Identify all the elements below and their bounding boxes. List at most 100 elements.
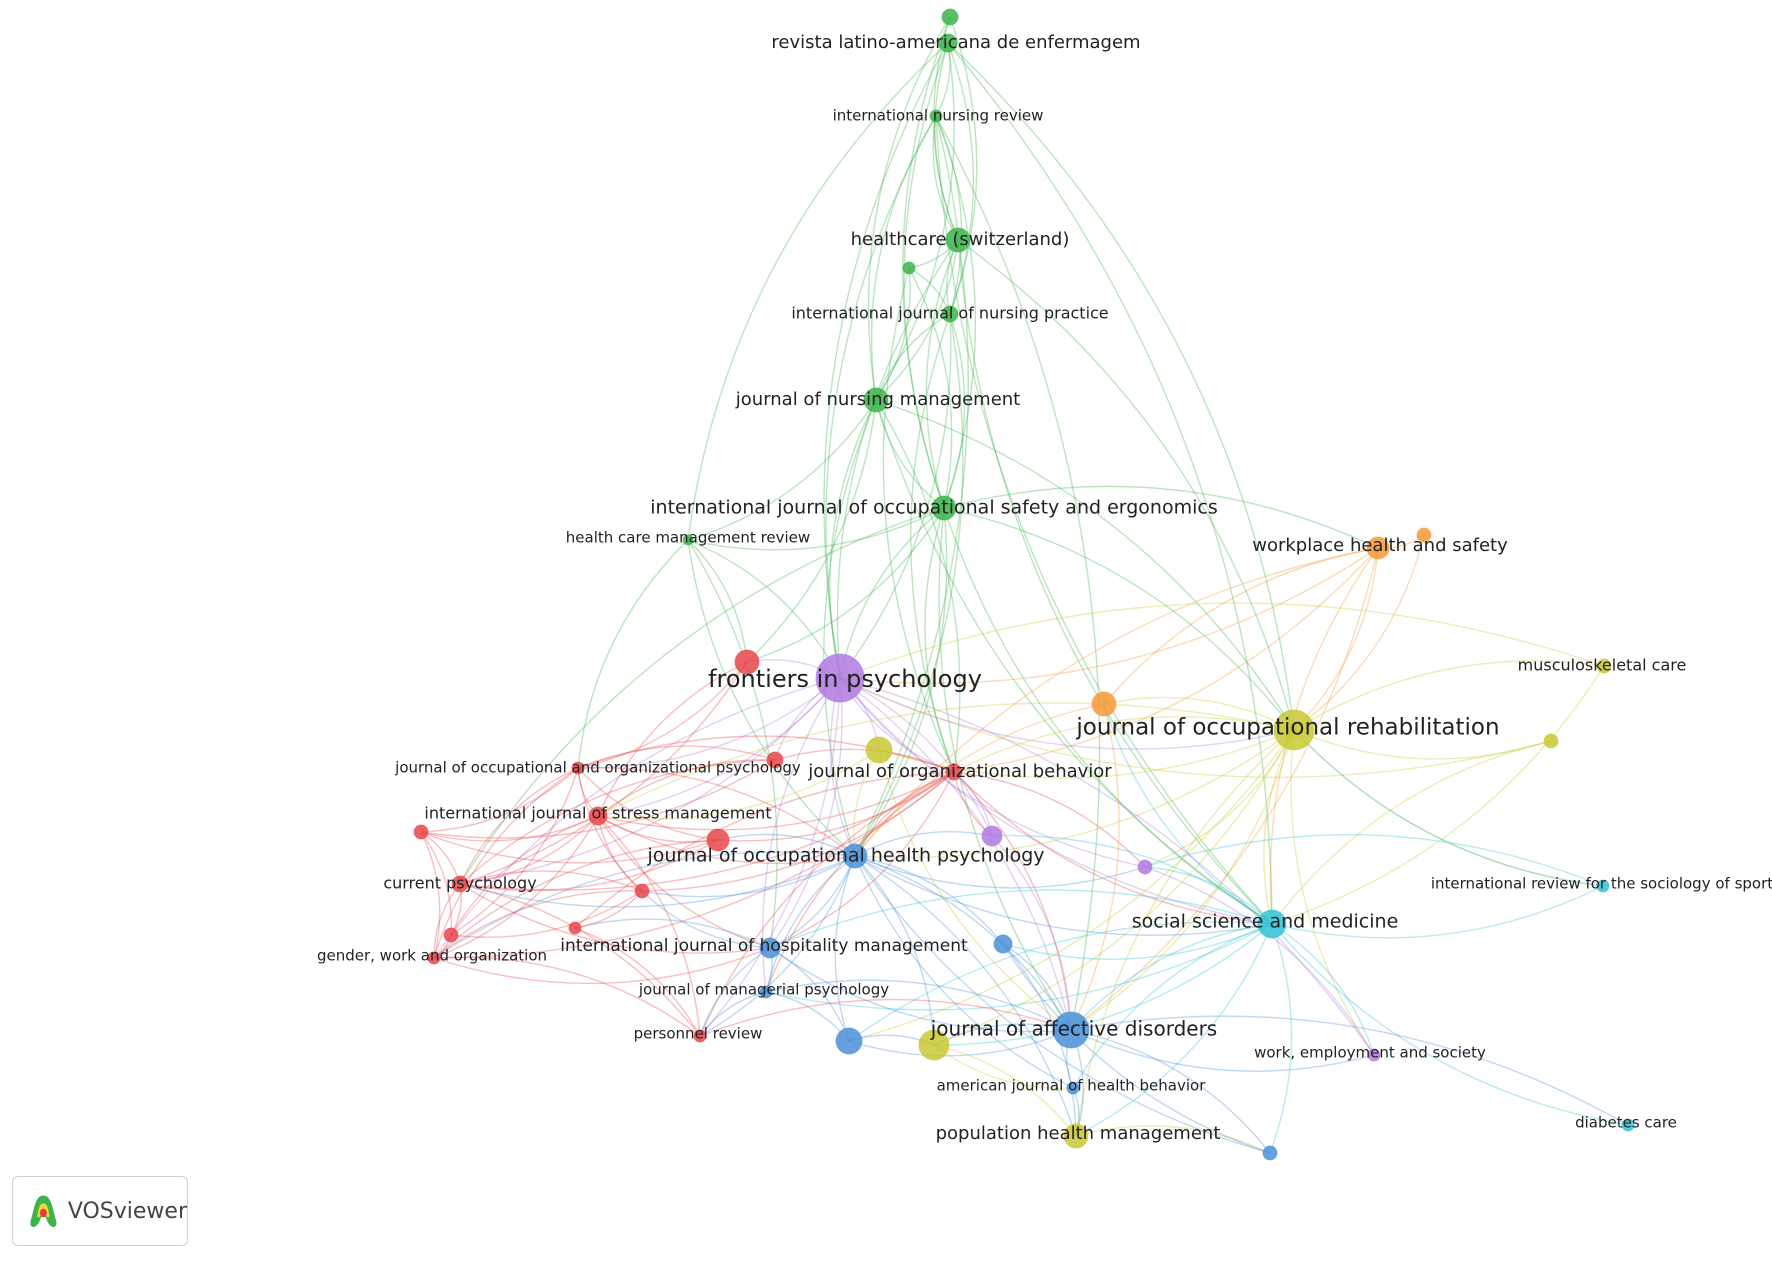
network-edge (699, 855, 856, 1037)
network-edge (870, 115, 937, 401)
network-edge (597, 815, 701, 1037)
network-edge (420, 759, 776, 839)
network-node[interactable] (693, 1029, 707, 1043)
network-edge (949, 16, 978, 315)
node-label[interactable]: frontiers in psychology (708, 665, 982, 693)
network-node[interactable] (981, 825, 1003, 847)
node-label[interactable]: workplace health and safety (1252, 535, 1508, 556)
network-edge (854, 729, 1295, 859)
network-edge (953, 716, 1295, 773)
node-label[interactable]: musculoskeletal care (1518, 656, 1687, 675)
network-edge (839, 677, 1295, 750)
network-node[interactable] (1066, 1081, 1080, 1095)
network-node[interactable] (1543, 733, 1559, 749)
network-node[interactable] (1596, 879, 1610, 893)
network-node[interactable] (1262, 1145, 1278, 1161)
node-label[interactable]: international nursing review (833, 107, 1044, 125)
node-label[interactable]: healthcare (switzerland) (851, 229, 1070, 250)
network-edge (848, 1029, 1072, 1057)
network-node[interactable] (1621, 1118, 1635, 1132)
network-edge (953, 547, 1379, 773)
node-label[interactable]: international journal of occupational sa… (650, 497, 1217, 519)
node-label[interactable]: journal of affective disorders (930, 1017, 1217, 1041)
network-node[interactable] (941, 305, 959, 323)
network-node[interactable] (835, 1027, 863, 1055)
network-node[interactable] (918, 1029, 950, 1061)
node-label[interactable]: personnel review (634, 1025, 763, 1043)
network-node[interactable] (1273, 709, 1315, 751)
network-edge (991, 834, 1273, 925)
network-edge (854, 547, 1379, 857)
network-node[interactable] (815, 653, 865, 703)
node-label[interactable]: revista latino-americana de enfermagem (771, 32, 1140, 53)
network-node[interactable] (902, 261, 916, 275)
network-node[interactable] (1366, 536, 1390, 560)
network-node[interactable] (413, 824, 429, 840)
network-node[interactable] (571, 761, 585, 775)
network-node[interactable] (945, 763, 963, 781)
node-label[interactable]: diabetes care (1575, 1114, 1677, 1132)
network-node[interactable] (1091, 691, 1117, 717)
network-node[interactable] (938, 33, 958, 53)
network-edge (854, 703, 1105, 857)
node-label[interactable]: work, employment and society (1254, 1044, 1486, 1062)
network-node[interactable] (451, 875, 469, 893)
network-edge (433, 956, 701, 1037)
network-edge (839, 313, 952, 679)
network-node[interactable] (1367, 1048, 1381, 1062)
node-label[interactable]: health care management review (566, 529, 810, 547)
node-label[interactable]: gender, work and organization (317, 947, 547, 965)
network-node[interactable] (634, 883, 650, 899)
network-node[interactable] (1257, 909, 1287, 939)
network-node[interactable] (1052, 1011, 1090, 1049)
network-node[interactable] (706, 828, 730, 852)
network-node[interactable] (929, 109, 943, 123)
network-edge (597, 815, 771, 949)
network-node[interactable] (682, 534, 694, 546)
network-edge (433, 947, 771, 985)
network-node[interactable] (588, 806, 608, 826)
node-label[interactable]: journal of occupational and organization… (394, 759, 801, 777)
node-label[interactable]: international journal of nursing practic… (791, 304, 1108, 323)
network-node[interactable] (993, 934, 1013, 954)
network-node[interactable] (759, 985, 773, 999)
node-label[interactable]: journal of managerial psychology (638, 981, 889, 999)
node-label[interactable]: journal of occupational health psycholog… (646, 845, 1044, 867)
network-edge (854, 855, 1077, 1137)
node-label[interactable]: current psychology (383, 874, 536, 893)
node-label[interactable]: population health management (936, 1123, 1221, 1144)
node-label[interactable]: international journal of hospitality man… (560, 936, 968, 956)
network-edge (903, 42, 949, 509)
network-node[interactable] (766, 751, 784, 769)
network-node[interactable] (1063, 1123, 1089, 1149)
network-edge (459, 507, 945, 885)
network-edge (834, 855, 856, 1042)
network-node[interactable] (931, 495, 957, 521)
network-node[interactable] (1416, 527, 1432, 543)
network-node[interactable] (568, 921, 582, 935)
network-edge (953, 771, 1273, 925)
network-edge (699, 998, 1072, 1037)
network-node[interactable] (945, 227, 971, 253)
network-node[interactable] (734, 649, 760, 675)
node-label[interactable]: american journal of health behavior (937, 1077, 1207, 1095)
network-edge (433, 677, 841, 959)
network-node[interactable] (865, 736, 893, 764)
network-edge (577, 735, 955, 773)
network-edge (420, 831, 441, 959)
node-label[interactable]: journal of occupational rehabilitation (1075, 715, 1499, 741)
network-node[interactable] (1137, 859, 1153, 875)
network-node[interactable] (1596, 658, 1612, 674)
network-node[interactable] (427, 951, 441, 965)
node-label[interactable]: journal of nursing management (735, 389, 1020, 410)
node-label[interactable]: international review for the sociology o… (1431, 875, 1772, 893)
node-label[interactable]: journal of organizational behavior (807, 761, 1112, 782)
network-node[interactable] (443, 927, 459, 943)
node-label[interactable]: social science and medicine (1132, 911, 1399, 933)
node-label[interactable]: international journal of stress manageme… (424, 804, 771, 823)
network-node[interactable] (863, 387, 889, 413)
network-node[interactable] (842, 843, 868, 869)
network-node[interactable] (941, 8, 959, 26)
network-node[interactable] (759, 937, 781, 959)
